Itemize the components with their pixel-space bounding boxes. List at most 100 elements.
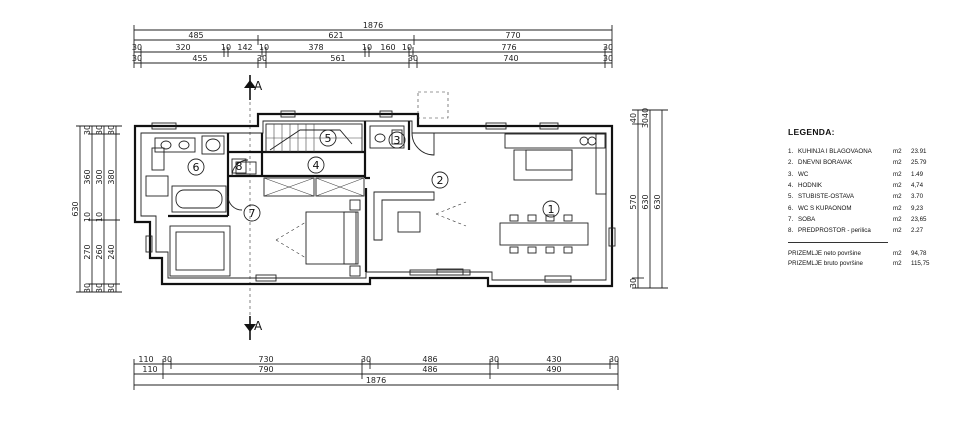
legend-row-name: WC S KUPAONOM (798, 204, 852, 212)
left-dim-inner2-0: 30 (107, 125, 116, 135)
bottom-dimension-chains: 110 30 730 30 486 30 430 30 110 790 486 … (133, 355, 619, 390)
left-dim-mid-1: 360 (83, 169, 92, 184)
section-mark-bottom: A (254, 319, 263, 333)
bottom-dim-row2-2: 486 (422, 365, 437, 374)
legend-row: 5. STUBIŠTE-OSTAVA m2 3.70 (788, 191, 948, 202)
legend-row-num: 7. (788, 215, 794, 223)
bedroom-furniture (169, 161, 365, 277)
legend-summary-name: PRIZEMLJE bruto površine (788, 259, 863, 267)
room-number-5: 5 (325, 132, 332, 145)
legend-title: LEGENDA: (788, 127, 835, 137)
legend-row-area: 23,65 (911, 215, 927, 223)
legend-row-num: 6. (788, 204, 794, 212)
room-number-1: 1 (548, 203, 555, 216)
legend-summary-unit: m2 (893, 249, 902, 257)
top-dim-row3-6: 10 (362, 43, 372, 52)
legend-row-area: 4,74 (911, 182, 924, 190)
top-dim-row3-1: 320 (175, 43, 190, 52)
top-dim-row3-4: 10 (259, 43, 269, 52)
building-walls (133, 112, 614, 288)
legend-summary-row: PRIZEMLJE neto površine m2 94,78 (788, 248, 948, 258)
left-dim-inner2-1: 380 (107, 169, 116, 184)
section-line-a: A A (244, 75, 263, 340)
bottom-dim-row2-3: 490 (546, 365, 561, 374)
legend-summary-name: PRIZEMLJE neto površine (788, 249, 861, 257)
top-dim-row4-1: 455 (192, 54, 207, 63)
legend-row-unit: m2 (893, 170, 902, 178)
legend-summary-unit: m2 (893, 259, 902, 267)
legend-row-unit: m2 (893, 193, 902, 201)
top-dim-row2-2: 770 (505, 31, 520, 40)
legend-row-area: 25.79 (911, 159, 927, 167)
top-dim-row3-0: 30 (132, 43, 142, 52)
room-number-2: 2 (437, 174, 444, 187)
legend-row-name: HODNIK (798, 182, 823, 190)
bottom-dim-row1-6: 430 (546, 355, 561, 364)
legend-row: 6. WC S KUPAONOM m2 9,23 (788, 202, 948, 213)
top-dim-row4-6: 30 (603, 54, 613, 63)
bottom-dim-row2-0: 110 (142, 365, 157, 374)
legend-row-area: 2.27 (911, 227, 924, 235)
legend-row-unit: m2 (893, 182, 902, 190)
right-dim-inner-0: 40 (629, 113, 638, 123)
top-dim-row3-5: 378 (308, 43, 323, 52)
legend-row-name: STUBIŠTE-OSTAVA (798, 193, 855, 201)
top-dim-row2-0: 485 (188, 31, 203, 40)
right-dim-top: 3040 (641, 108, 650, 128)
bottom-dim-row1-4: 486 (422, 355, 437, 364)
left-dim-mid-4: 30 (83, 283, 92, 293)
left-dim-outer: 630 (71, 201, 80, 216)
legend-row-name: DNEVNI BORAVAK (798, 159, 853, 167)
legend-row-unit: m2 (893, 204, 902, 212)
legend-row-num: 5. (788, 193, 794, 201)
room-number-6: 6 (193, 161, 200, 174)
top-dim-row3-2: 10 (221, 43, 231, 52)
top-dim-row4-3: 561 (330, 54, 345, 63)
legend-row-num: 3. (788, 170, 794, 178)
top-dim-row4-2: 30 (257, 54, 267, 63)
section-mark-top: A (254, 79, 263, 93)
living-room-furniture (373, 191, 471, 276)
legend-summary-area: 94,78 (911, 249, 927, 257)
room-number-markers: 1 2 3 4 5 6 7 8 (187, 129, 560, 222)
top-dim-row4-0: 30 (132, 54, 142, 63)
top-dim-row4-5: 740 (503, 54, 518, 63)
top-dim-row3-3: 142 (237, 43, 252, 52)
legend-row-name: KUHINJA I BLAGOVAONA (798, 148, 872, 156)
top-dim-row1-0: 1876 (363, 21, 383, 30)
bottom-dim-row1-2: 730 (258, 355, 273, 364)
room-number-8: 8 (236, 160, 243, 173)
legend-row-num: 1. (788, 148, 794, 156)
left-dimension-chains: 630 30 360 10 270 30 30 300 10 260 30 30… (71, 125, 122, 293)
bottom-dim-row1-3: 30 (361, 355, 371, 364)
kitchen-furniture (499, 133, 607, 254)
top-dim-row3-7: 160 (380, 43, 395, 52)
legend-row-area: 9,23 (911, 204, 924, 212)
top-dim-row3-9: 776 (501, 43, 516, 52)
bottom-dim-row3-0: 1876 (366, 376, 386, 385)
room-number-7: 7 (249, 207, 256, 220)
left-dim-inner2-2: 240 (107, 244, 116, 259)
legend-row: 8. PREDPROSTOR - perilica m2 2.27 (788, 225, 948, 236)
right-dimension-chains: 40 570 30 3040 630 630 (629, 108, 668, 289)
legend-row-area: 1.49 (911, 170, 924, 178)
doors (227, 91, 449, 211)
left-dim-mid-2: 10 (83, 212, 92, 222)
right-dim-inner-1: 570 (629, 194, 638, 209)
bottom-dim-row1-1: 30 (162, 355, 172, 364)
left-dim-inner-1: 300 (95, 169, 104, 184)
left-dim-inner-4: 30 (95, 283, 104, 293)
legend-panel: LEGENDA: 1. KUHINJA I BLAGOVAONA m2 23.9… (788, 127, 948, 268)
room-number-3: 3 (394, 134, 401, 147)
top-dim-row3-10: 30 (603, 43, 613, 52)
legend-divider (788, 242, 888, 244)
right-dim-outer: 630 (653, 194, 662, 209)
legend-row-unit: m2 (893, 227, 902, 235)
legend-row-name: SOBA (798, 215, 816, 223)
room-number-4: 4 (313, 159, 320, 172)
legend-summary-area: 115,75 (911, 259, 930, 267)
bottom-dim-row1-7: 30 (609, 355, 619, 364)
legend-row: 7. SOBA m2 23,65 (788, 214, 948, 225)
left-dim-inner-3: 260 (95, 244, 104, 259)
